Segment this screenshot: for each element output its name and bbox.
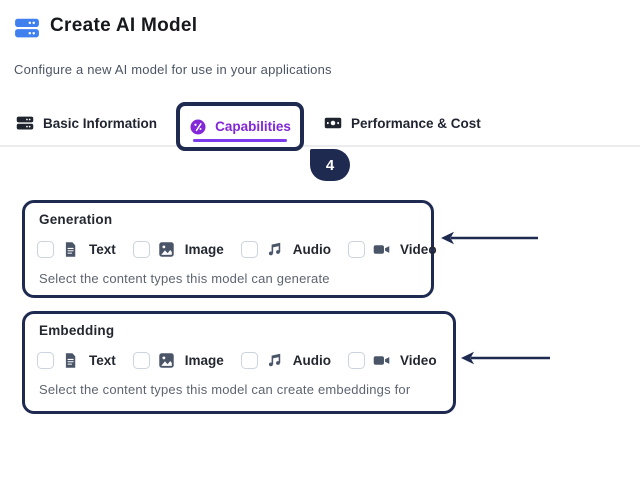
embedding-section-label: Embedding: [39, 323, 115, 338]
option-generation-image[interactable]: Image: [132, 241, 224, 258]
option-label: Video: [400, 242, 437, 257]
generation-image-checkbox[interactable]: [132, 241, 150, 258]
image-icon: [159, 242, 174, 257]
tab-label: Basic Information: [43, 115, 158, 131]
embedding-audio-checkbox[interactable]: [240, 352, 258, 369]
option-label: Video: [400, 353, 437, 368]
option-embedding-text[interactable]: Text: [37, 352, 116, 369]
generation-section: Generation Text Image: [22, 200, 437, 298]
generation-section-label: Generation: [39, 212, 113, 227]
step-badge: 4: [310, 149, 350, 181]
tab-performance-cost[interactable]: Performance & Cost: [324, 114, 481, 132]
tab-label: Capabilities: [215, 119, 291, 134]
option-embedding-video[interactable]: Video: [348, 352, 437, 369]
music-note-icon: [268, 353, 281, 367]
generation-text-checkbox[interactable]: [37, 241, 54, 258]
embedding-image-checkbox[interactable]: [132, 352, 150, 369]
option-label: Audio: [292, 353, 332, 368]
banknote-icon: [324, 117, 342, 129]
annotation-arrow-embedding: [461, 351, 550, 365]
sparkle-circle-icon: [190, 119, 206, 134]
option-generation-text[interactable]: Text: [37, 241, 116, 258]
option-generation-video[interactable]: Video: [348, 241, 437, 258]
option-label: Audio: [292, 242, 332, 257]
file-text-icon: [65, 353, 76, 368]
option-embedding-image[interactable]: Image: [132, 352, 224, 369]
generation-options-row: Text Image Audio: [37, 241, 437, 258]
generation-helper-text: Select the content types this model can …: [39, 271, 330, 286]
tab-capabilities[interactable]: Capabilities: [176, 102, 304, 151]
tab-basic-information[interactable]: Basic Information: [16, 114, 157, 132]
server-stack-icon: [16, 116, 34, 130]
image-icon: [159, 353, 174, 368]
tab-label: Performance & Cost: [351, 115, 481, 131]
page-subtitle: Configure a new AI model for use in your…: [14, 62, 332, 77]
option-label: Image: [184, 242, 224, 257]
embedding-text-checkbox[interactable]: [37, 352, 54, 369]
option-generation-audio[interactable]: Audio: [240, 241, 332, 258]
option-embedding-audio[interactable]: Audio: [240, 352, 332, 369]
generation-video-checkbox[interactable]: [348, 241, 366, 258]
generation-audio-checkbox[interactable]: [240, 241, 258, 258]
server-stack-icon: [14, 15, 40, 41]
annotation-arrow-generation: [441, 231, 538, 245]
embedding-video-checkbox[interactable]: [348, 352, 366, 369]
tabbar-divider: [0, 145, 640, 147]
page-title: Create AI Model: [50, 15, 198, 36]
embedding-options-row: Text Image Audio: [37, 352, 437, 369]
embedding-helper-text: Select the content types this model can …: [39, 382, 411, 397]
option-label: Text: [89, 353, 116, 368]
active-tab-underline: [193, 139, 287, 142]
option-label: Text: [89, 242, 116, 257]
music-note-icon: [268, 242, 281, 256]
video-camera-icon: [373, 245, 390, 254]
option-label: Image: [184, 353, 224, 368]
embedding-section: Embedding Text Image: [22, 311, 456, 414]
file-text-icon: [65, 242, 76, 257]
video-camera-icon: [373, 356, 390, 365]
